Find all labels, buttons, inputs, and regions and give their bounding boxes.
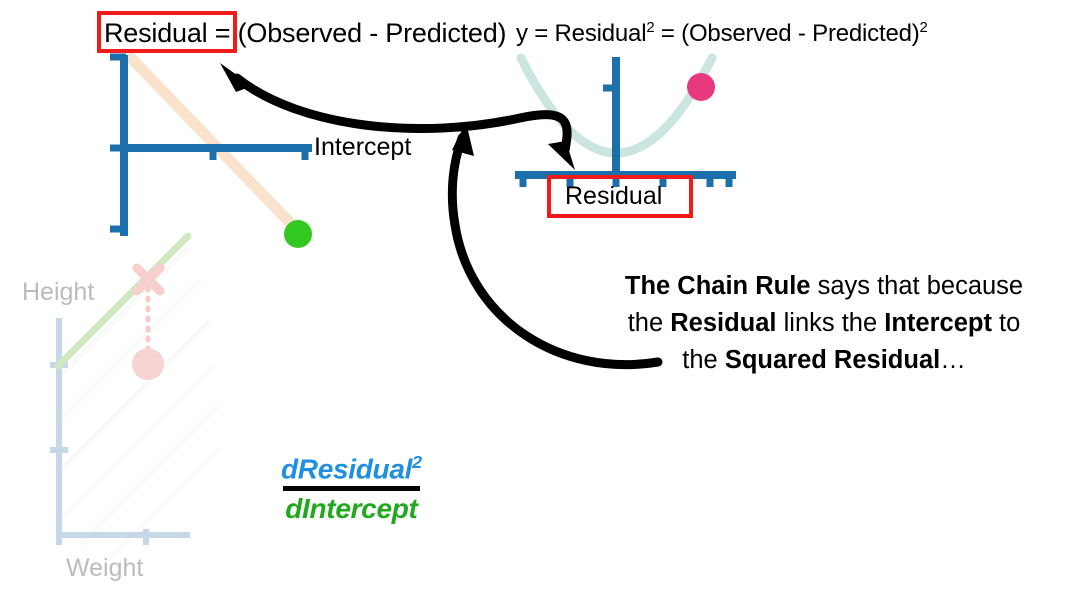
chain-rule-arrow-shaft [447, 133, 663, 370]
chain-rule-segment-2: Residual [670, 309, 777, 337]
derivative-numerator: dResidual2 [281, 452, 422, 485]
residual-link-arrowhead-left [220, 63, 252, 92]
ghost-predicted-point [132, 348, 164, 380]
squared-residual-formula: y = Residual2 = (Observed - Predicted)2 [516, 20, 928, 48]
derivative-fraction-bar [283, 486, 420, 492]
residual-link-arrow-shaft [232, 73, 572, 155]
squared-residual-mid: = (Observed - Predicted) [654, 20, 920, 47]
chain-rule-segment-0: The Chain Rule [624, 272, 811, 300]
residual-definition-rest-text: (Observed - Predicted) [237, 18, 507, 48]
derivative-numerator-text: dResidual [281, 453, 413, 485]
left-plot-x-axis-label: Intercept [314, 133, 412, 161]
ghost-plot-y-axis-label: Height [22, 278, 95, 306]
residual-link-arrowhead-right [548, 141, 575, 170]
ghost-observed-x-marker [132, 263, 165, 296]
right-plot-x-axis-highlight-box [547, 175, 693, 218]
chain-rule-segment-7: … [940, 346, 966, 374]
derivative-denominator: dIntercept [285, 493, 418, 525]
chain-rule-segment-5: to the [682, 309, 1021, 374]
left-plot-x-ticks [120, 144, 309, 160]
squared-residual-exponent-2: 2 [919, 20, 928, 36]
residual-definition-formula: Residual = (Observed - Predicted) [104, 18, 507, 49]
chain-rule-segment-4: Intercept [884, 309, 992, 337]
derivative-fraction: dResidual2 dIntercept [281, 452, 422, 525]
ghost-hatch [58, 245, 222, 560]
chain-rule-segment-3: links the [776, 309, 885, 337]
chain-rule-arrowhead [452, 122, 474, 156]
squared-residual-lead: y = Residual [516, 20, 647, 47]
chain-rule-segment-1: says that because the [627, 272, 1024, 337]
right-plot-x-axis-label: Residual [565, 182, 663, 210]
chain-rule-explanation: The Chain Rule says that because the Res… [618, 268, 1030, 379]
residual-definition-boxed-text: Residual = [104, 18, 238, 48]
ghost-regression-line [54, 232, 192, 370]
right-plot-data-point [687, 73, 715, 101]
chain-rule-segment-6: Squared Residual [724, 346, 941, 374]
derivative-numerator-exponent: 2 [412, 452, 422, 472]
left-plot-data-point [284, 220, 312, 248]
squared-residual-exponent-1: 2 [646, 20, 655, 36]
residual-definition-highlight-box [97, 11, 237, 53]
ghost-plot-x-axis-label: Weight [66, 554, 144, 582]
